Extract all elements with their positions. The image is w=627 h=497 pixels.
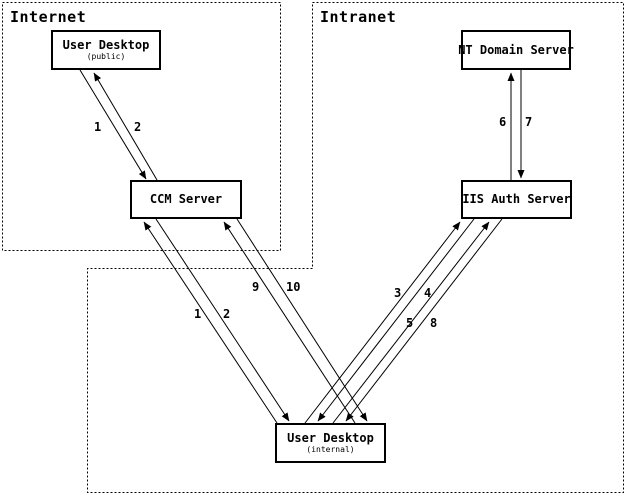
region-label-internet: Internet (10, 8, 87, 26)
node-title: User Desktop (287, 431, 374, 445)
flow-line-9-internal-to-ccm (223, 221, 356, 424)
node-title: User Desktop (62, 38, 150, 52)
flow-line-1-internal-to-ccm (143, 221, 278, 424)
flow-label-5: 5 (406, 316, 414, 330)
node-subtitle: (internal) (306, 445, 355, 454)
flow-line-10-ccm-to-internal (236, 218, 368, 422)
node-title: IIS Auth Server (462, 192, 571, 206)
region-label-intranet: Intranet (320, 8, 397, 26)
flow-label-8: 8 (430, 316, 438, 330)
flow-label-10: 10 (286, 280, 301, 294)
node-ccm-server: CCM Server (130, 180, 242, 219)
flow-line-4-iis-to-internal (317, 218, 475, 422)
region-intranet-border (87, 2, 624, 493)
flow-label-9: 9 (252, 280, 260, 294)
flow-label-3: 3 (394, 286, 402, 300)
node-subtitle: (public) (86, 52, 126, 61)
flow-line-1-public-to-ccm (79, 69, 147, 180)
node-user-desktop-internal: User Desktop (internal) (275, 423, 386, 463)
node-iis-auth-server: IIS Auth Server (461, 180, 572, 219)
flow-label-2-public: 2 (134, 120, 142, 134)
node-title: CCM Server (149, 192, 223, 206)
flow-line-2-ccm-to-internal (155, 218, 290, 422)
flow-label-1-public: 1 (94, 120, 102, 134)
node-title: NT Domain Server (458, 42, 574, 57)
node-user-desktop-public: User Desktop (public) (51, 30, 161, 70)
flow-line-8-iis-to-internal (345, 218, 503, 422)
flow-label-2-internal: 2 (223, 307, 231, 321)
flow-line-3-internal-to-iis (304, 221, 461, 424)
flow-line-2-ccm-to-public (93, 72, 158, 181)
flow-label-1-internal: 1 (194, 307, 202, 321)
region-internet-border (2, 2, 281, 251)
flow-label-4: 4 (424, 286, 432, 300)
flow-label-7: 7 (525, 115, 533, 129)
flow-line-5-internal-to-iis (332, 221, 490, 424)
flow-label-6: 6 (499, 115, 507, 129)
node-nt-domain-server: NT Domain Server (458, 30, 574, 70)
